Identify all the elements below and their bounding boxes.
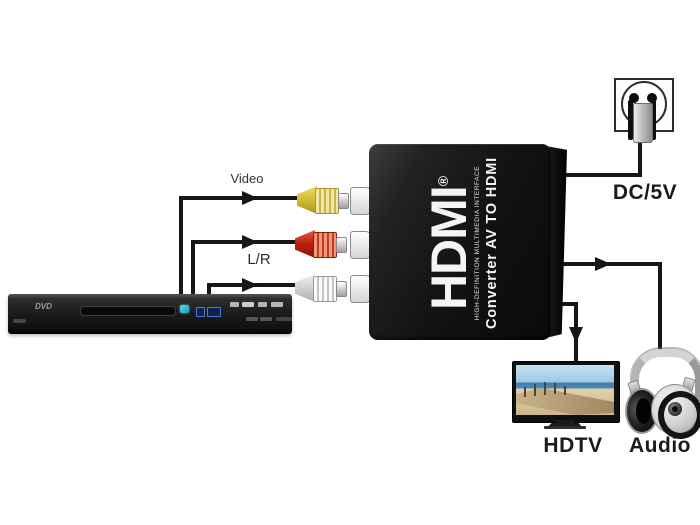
power-adapter-plug bbox=[633, 103, 653, 143]
hdtv-label: HDTV bbox=[543, 434, 603, 457]
format-logo-badge bbox=[258, 302, 267, 307]
format-logo-badge bbox=[230, 302, 239, 307]
registered-mark: ® bbox=[435, 175, 451, 187]
disc-tray bbox=[80, 306, 176, 316]
tv-stand-neck bbox=[556, 420, 574, 424]
display-indicator bbox=[207, 307, 221, 317]
dvd-logo: DVD bbox=[35, 302, 52, 311]
audio-out-cable-vertical bbox=[658, 262, 662, 354]
tv-stand-feet bbox=[548, 423, 582, 427]
fence-post bbox=[544, 382, 546, 395]
hdmi-wordmark: HDMI® bbox=[421, 175, 477, 311]
usb-indicator-icon bbox=[180, 305, 189, 313]
power-cable-horizontal bbox=[554, 173, 642, 177]
headphone-driver-dot bbox=[672, 406, 678, 412]
display-indicator bbox=[196, 307, 205, 317]
brand-badge bbox=[276, 317, 292, 321]
dvd-player: DVD bbox=[8, 294, 292, 334]
converter-product-line: Converter AV TO HDMI bbox=[483, 156, 500, 330]
fence-post bbox=[534, 384, 536, 396]
hdtv-screen-beach-image bbox=[516, 365, 614, 415]
converter-box-print: HDMI® HIGH-DEFINITION MULTIMEDIA INTERFA… bbox=[421, 148, 500, 338]
fence-post bbox=[524, 387, 526, 397]
plug-prong bbox=[651, 100, 656, 140]
audio-label: Audio bbox=[629, 434, 691, 457]
audio-left-cable-vertical bbox=[207, 283, 211, 294]
rca-barrel-yellow bbox=[315, 188, 339, 214]
rca-plug-red bbox=[295, 230, 315, 258]
power-cable-vertical bbox=[638, 139, 642, 177]
audio-right-cable-vertical bbox=[191, 240, 195, 294]
lr-label: L/R bbox=[247, 251, 271, 268]
hdmi-subtitle: HIGH-DEFINITION MULTIMEDIA INTERFACE bbox=[473, 165, 481, 321]
rca-barrel-red bbox=[313, 232, 337, 258]
rca-barrel-white bbox=[313, 276, 337, 302]
hdmi-out-cable-horizontal bbox=[551, 302, 578, 306]
fence-post bbox=[554, 383, 556, 394]
plug-prong bbox=[628, 100, 633, 140]
converter-box bbox=[369, 144, 551, 340]
power-button bbox=[13, 319, 26, 323]
video-arrow-right-icon bbox=[242, 191, 258, 205]
fence-post bbox=[564, 386, 566, 395]
audio-left-arrow-right-icon bbox=[242, 278, 258, 292]
format-logo-badge bbox=[242, 302, 254, 307]
rca-plug-yellow bbox=[297, 186, 317, 214]
audio-out-arrow-right-icon bbox=[595, 257, 611, 271]
rca-plug-white bbox=[295, 274, 315, 302]
socket-hole-icon bbox=[629, 93, 639, 103]
rca-tip-yellow bbox=[338, 193, 349, 209]
format-logo-badge bbox=[271, 302, 283, 307]
dc5v-label: DC/5V bbox=[612, 181, 678, 204]
video-cable-vertical bbox=[179, 198, 183, 294]
audio-right-arrow-right-icon bbox=[242, 235, 258, 249]
headphone-band bbox=[631, 349, 700, 401]
video-cable-horizontal bbox=[179, 196, 303, 200]
converter-box-side bbox=[546, 146, 567, 338]
rca-tip-red bbox=[336, 237, 347, 253]
tv-stand-base bbox=[544, 426, 586, 429]
headphone-ear-pad bbox=[658, 391, 700, 439]
hdmi-out-arrow-down-icon bbox=[569, 327, 583, 343]
rca-tip-white bbox=[336, 281, 347, 297]
socket-hole-icon bbox=[647, 93, 657, 103]
player-button bbox=[246, 317, 258, 321]
video-label: Video bbox=[230, 171, 264, 186]
player-button bbox=[260, 317, 272, 321]
